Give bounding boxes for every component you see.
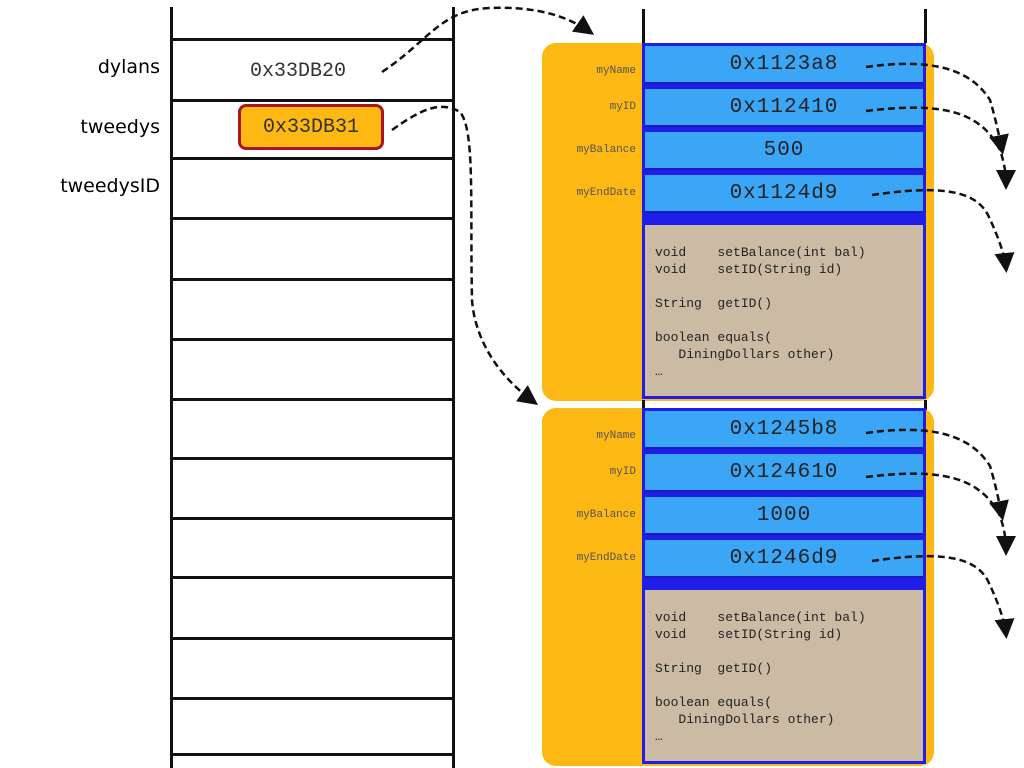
method-line: void setID(String id) — [655, 627, 843, 642]
arrow-myenddate-2 — [871, 554, 1015, 639]
method-line: DiningDollars other) — [655, 712, 835, 727]
field-value: 500 — [645, 132, 923, 170]
arrow-myname-1 — [865, 62, 1009, 155]
field-name: myName — [596, 65, 636, 77]
stack-divider — [170, 637, 455, 640]
arrow-myenddate-1 — [871, 188, 1015, 273]
stack-value-dylans: 0x33DB20 — [250, 60, 347, 83]
heap-left-rail — [642, 400, 645, 410]
field-name: myID — [609, 101, 636, 113]
stack-divider — [170, 278, 455, 281]
stack-divider — [170, 99, 455, 102]
stack-right-rail — [452, 7, 455, 768]
field-name: myName — [596, 430, 636, 442]
method-line: void setBalance(int bal) — [655, 610, 866, 625]
field-value: 0x1124d9 — [645, 175, 923, 213]
arrow-myid-2 — [865, 472, 1016, 556]
stack-divider — [170, 217, 455, 220]
field-value: 0x112410 — [645, 89, 923, 127]
field-value: 0x1246d9 — [645, 540, 923, 578]
arrow-myname-2 — [865, 428, 1009, 521]
stack-divider — [170, 38, 455, 41]
object-tweedys: myName myID myBalance myEndDate 0x1245b8… — [542, 408, 934, 766]
stack-divider — [170, 157, 455, 160]
heap-right-rail — [924, 9, 927, 43]
object-dylans: myName myID myBalance myEndDate 0x1123a8… — [542, 43, 934, 401]
stack-left-rail — [170, 7, 173, 768]
stack-divider — [170, 753, 455, 756]
stack-value-tweedys-highlighted: 0x33DB31 — [238, 104, 384, 150]
method-line: … — [655, 729, 663, 744]
stack-divider — [170, 697, 455, 700]
method-line: … — [655, 364, 663, 379]
method-line: void setBalance(int bal) — [655, 245, 866, 260]
var-label-tweedysid: tweedysID — [60, 175, 160, 197]
field-value: 0x124610 — [645, 454, 923, 492]
arrow-tweedys-to-object2 — [391, 105, 539, 405]
field-value: 1000 — [645, 497, 923, 535]
var-label-tweedys: tweedys — [80, 116, 160, 138]
method-line: String getID() — [655, 661, 773, 676]
field-name: myEndDate — [576, 187, 636, 199]
method-line: boolean equals( — [655, 330, 773, 345]
stack-divider — [170, 338, 455, 341]
method-line: boolean equals( — [655, 695, 773, 710]
stack-divider — [170, 576, 455, 579]
heap-left-rail — [642, 9, 645, 43]
methods-panel: void setBalance(int bal) void setID(Stri… — [645, 225, 923, 396]
var-label-dylans: dylans — [97, 56, 160, 78]
method-line: String getID() — [655, 296, 773, 311]
stack-divider — [170, 398, 455, 401]
field-name: myID — [609, 466, 636, 478]
methods-panel: void setBalance(int bal) void setID(Stri… — [645, 590, 923, 761]
field-value: 0x1123a8 — [645, 46, 923, 84]
arrow-myid-1 — [865, 106, 1016, 190]
method-line: void setID(String id) — [655, 262, 843, 277]
stack-divider — [170, 517, 455, 520]
field-name: myEndDate — [576, 552, 636, 564]
arrow-dylans-to-object1 — [381, 6, 595, 74]
stack-divider — [170, 457, 455, 460]
field-name: myBalance — [576, 144, 636, 156]
field-value: 0x1245b8 — [645, 411, 923, 449]
method-line: DiningDollars other) — [655, 347, 835, 362]
field-name: myBalance — [576, 509, 636, 521]
heap-right-rail — [924, 400, 927, 410]
